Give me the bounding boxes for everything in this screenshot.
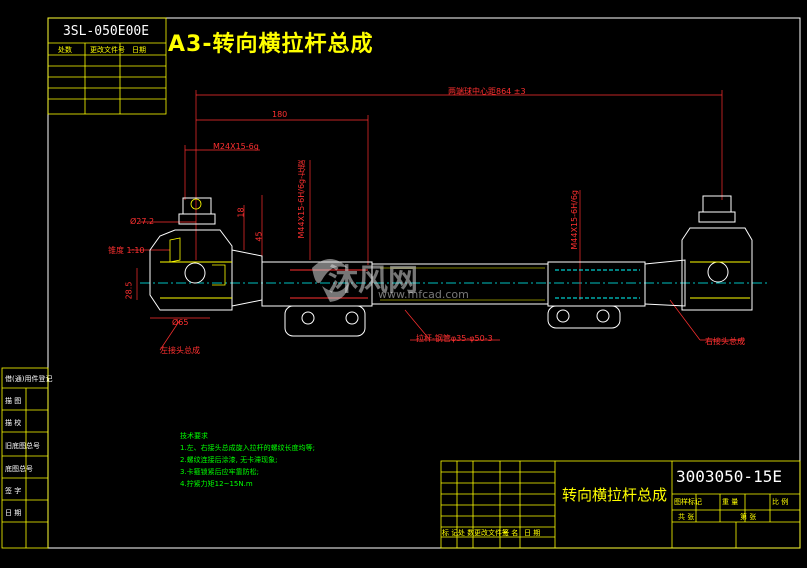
rev-header-2: 更改文件号	[90, 46, 125, 54]
tb-right-2: 重 量	[722, 498, 739, 506]
tb-label-1: 标 记	[442, 529, 459, 537]
side-label-1: 借(通)用件登记	[5, 375, 53, 383]
watermark-logo-icon	[312, 259, 350, 302]
note-4: 4.拧紧力矩12~15N.m	[180, 480, 253, 488]
dim-tube: 拉杆-钢管φ35-φ50-3	[416, 334, 493, 343]
dim-27-2: Ø27.2	[130, 217, 155, 226]
tb-label-5: 日 期	[524, 529, 541, 537]
left-joint-detail	[169, 198, 226, 286]
notes-heading: 技术要求	[180, 432, 208, 440]
note-3: 3.卡箍锁紧后应牢靠防松;	[180, 468, 260, 476]
dim-overall: 两端球中心距864 ±3	[448, 87, 526, 96]
dim-taper: 锥度 1:10	[108, 246, 145, 255]
tb-right-5: 第 张	[740, 513, 757, 521]
dim-180: 180	[272, 110, 288, 119]
note-2: 2.螺纹连接后涂漆, 无卡滞现象;	[180, 456, 278, 464]
side-label-3: 描 校	[5, 419, 22, 427]
tie-rod-tube	[372, 263, 548, 305]
dim-28-5: 28.5	[124, 281, 134, 300]
label-left-joint: 左接头总成	[160, 346, 200, 355]
dim-thread-right: M44X15-6H/6g	[570, 190, 579, 250]
drawing-title: A3-转向横拉杆总成	[168, 32, 374, 57]
dim-45: 45	[254, 231, 264, 242]
watermark-url: www.mfcad.com	[378, 288, 469, 301]
side-label-6: 签 字	[5, 487, 22, 495]
top-drawing-code: 3SL-050E00E	[62, 24, 150, 39]
tb-label-3: 更改文件号	[474, 529, 509, 537]
note-1: 1.左、右接头总成旋入拉杆的螺纹长度均等;	[180, 444, 316, 452]
side-label-7: 日 期	[5, 509, 22, 517]
dim-thread-mid: M44X15-6H/6g-左旋	[297, 160, 306, 239]
technical-notes: 技术要求 1.左、右接头总成旋入拉杆的螺纹长度均等; 2.螺纹连接后涂漆, 无卡…	[180, 430, 315, 490]
side-label-5: 底图总号	[5, 465, 33, 473]
side-label-2: 描 图	[5, 397, 22, 405]
watermark-text: 沐风网	[328, 263, 418, 298]
left-tie-rod-end	[149, 197, 263, 311]
tb-right-3: 比 例	[772, 498, 789, 506]
rev-header-1: 处数	[58, 46, 72, 54]
rev-header-3: 日期	[132, 46, 146, 54]
side-label-4: 旧底图总号	[5, 442, 40, 450]
drawing-border	[47, 17, 801, 549]
top-code-block	[47, 17, 167, 115]
right-tie-rod-end	[681, 195, 753, 311]
tb-right-1: 图样标记	[674, 498, 702, 506]
dim-18: 18	[236, 207, 246, 218]
overall-dimension	[130, 90, 745, 351]
title-block	[440, 460, 801, 549]
right-sleeve	[547, 259, 686, 329]
tb-label-2: 处 数	[458, 529, 475, 537]
bottom-drawing-code: 3003050-15E	[676, 467, 782, 486]
assembly-name: 转向横拉杆总成	[562, 486, 668, 504]
label-right-joint: 右接头总成	[705, 337, 745, 346]
dim-65: Ø65	[172, 318, 189, 327]
tb-right-4: 共 张	[678, 513, 695, 521]
side-strip	[1, 367, 49, 549]
tb-label-4: 签 名	[502, 529, 519, 537]
dim-thread-left: M24X15-6g	[213, 142, 259, 151]
